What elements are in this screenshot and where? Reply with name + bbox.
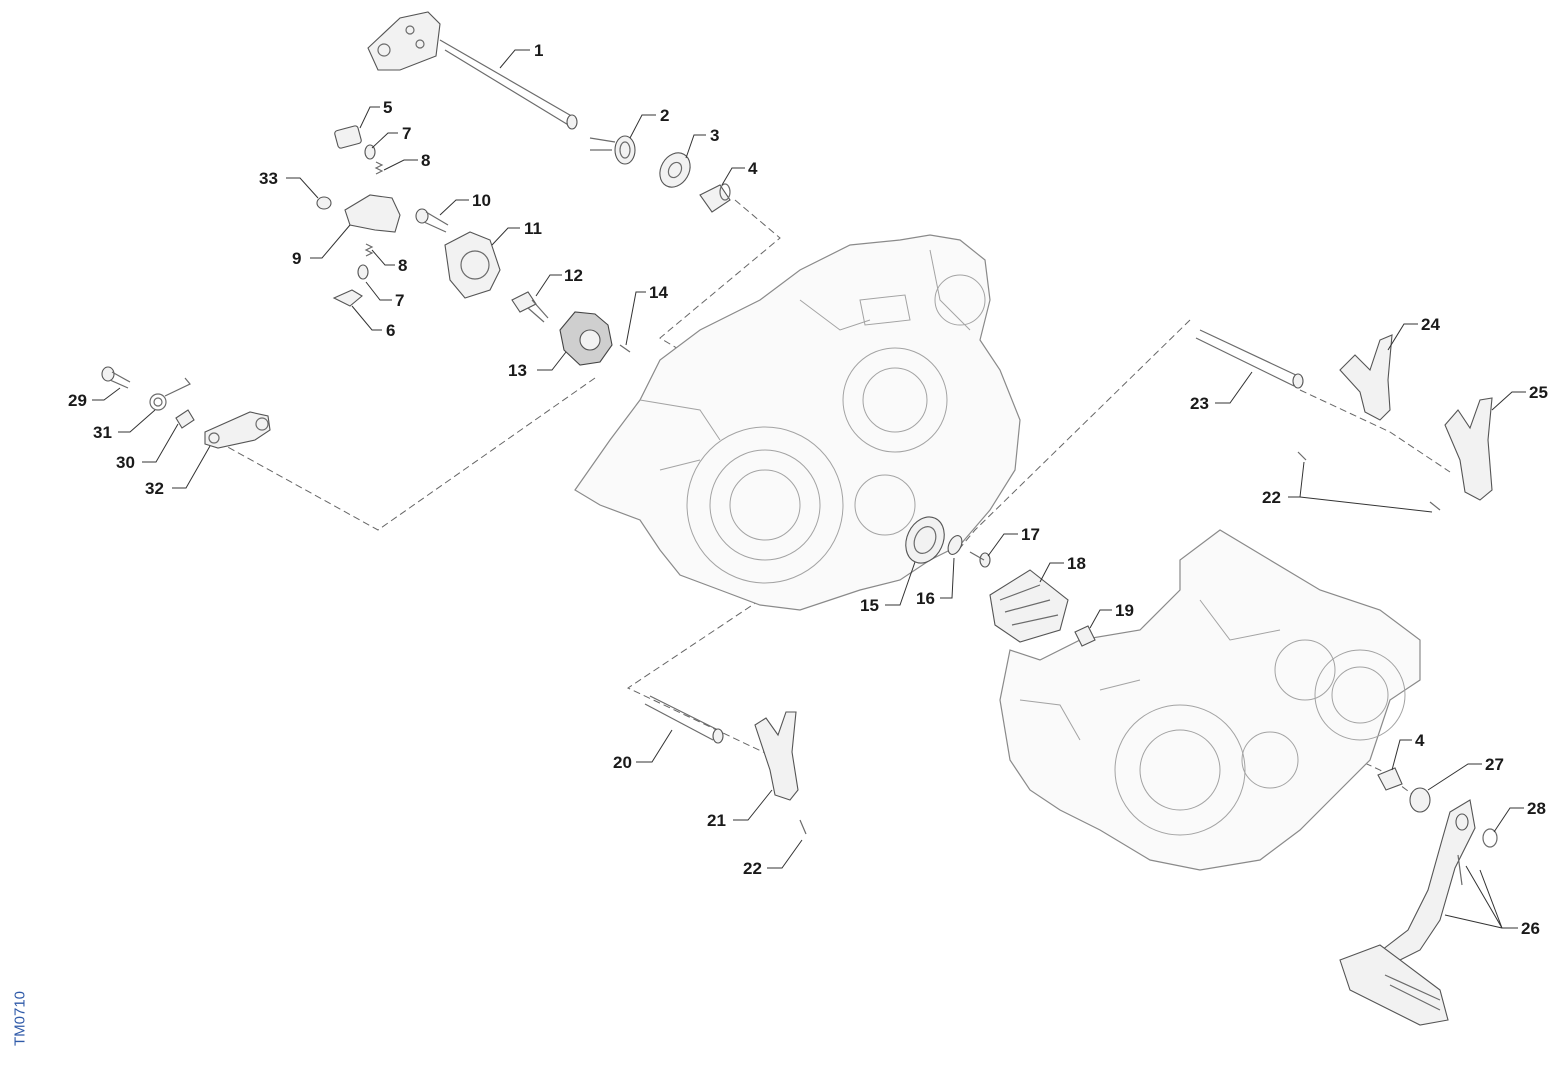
washer-part-16 xyxy=(947,535,963,555)
bolt-part-10 xyxy=(415,208,449,233)
callout-28: 28 xyxy=(1527,799,1546,818)
crankcase-left-half xyxy=(574,234,1021,611)
shift-drum-part-18 xyxy=(989,569,1069,643)
callout-8-lower: 8 xyxy=(398,256,407,275)
detent-lever-part-9 xyxy=(344,194,401,233)
callout-5: 5 xyxy=(383,98,392,117)
spacer-part-30 xyxy=(175,409,195,429)
callout-18: 18 xyxy=(1067,554,1086,573)
callout-22-bottom: 22 xyxy=(743,859,762,878)
callout-22-right: 22 xyxy=(1262,488,1281,507)
callout-16: 16 xyxy=(916,589,935,608)
callout-30: 30 xyxy=(116,453,135,472)
drawing-code: TM0710 xyxy=(11,990,29,1047)
callout-8-upper: 8 xyxy=(421,151,430,170)
nut-part-33 xyxy=(316,196,332,210)
callout-6: 6 xyxy=(386,321,395,340)
plate-part-11-hole xyxy=(460,250,490,280)
callout-15: 15 xyxy=(860,596,879,615)
callout-13: 13 xyxy=(508,361,527,380)
callout-7-upper: 7 xyxy=(402,124,411,143)
spring-part-8-lower xyxy=(364,243,374,257)
callout-14: 14 xyxy=(649,283,668,302)
callout-21: 21 xyxy=(707,811,726,830)
callout-3: 3 xyxy=(710,126,719,145)
lever-part-32 xyxy=(204,411,271,449)
callout-32: 32 xyxy=(145,479,164,498)
spring-part-8-upper xyxy=(374,161,384,175)
bolt-part-29 xyxy=(101,366,131,389)
bolt-part-12 xyxy=(511,291,549,323)
washer-part-3 xyxy=(659,152,691,188)
callout-12: 12 xyxy=(564,266,583,285)
callout-4-upper: 4 xyxy=(748,159,758,178)
callout-1: 1 xyxy=(534,41,543,60)
fork-shaft-part-23 xyxy=(1195,329,1304,389)
fork-shaft-part-20 xyxy=(644,695,724,744)
callout-24: 24 xyxy=(1421,315,1440,334)
seal-part-15 xyxy=(905,516,945,564)
pin-part-22-lower xyxy=(1429,501,1441,511)
callout-4-lower: 4 xyxy=(1415,731,1425,750)
callout-25: 25 xyxy=(1529,383,1548,402)
assembly-lines xyxy=(214,199,1451,801)
leader-lines xyxy=(92,49,1526,929)
callout-33: 33 xyxy=(259,169,278,188)
shift-fork-part-25 xyxy=(1444,397,1493,501)
callout-9: 9 xyxy=(292,249,301,268)
callout-20: 20 xyxy=(613,753,632,772)
callout-7-lower: 7 xyxy=(395,291,404,310)
shift-fork-part-21 xyxy=(754,711,799,801)
callout-10: 10 xyxy=(472,191,491,210)
shift-shaft-part-1 xyxy=(367,11,578,130)
callout-2: 2 xyxy=(660,106,669,125)
callout-26: 26 xyxy=(1521,919,1540,938)
pin-part-22-upper xyxy=(1297,451,1307,461)
block-part-5 xyxy=(334,125,362,149)
bushing-part-19 xyxy=(1074,625,1096,647)
seal-part-27 xyxy=(1409,787,1431,813)
pin-part-7-lower xyxy=(357,264,369,280)
spring-part-31 xyxy=(149,377,191,411)
plate-part-11 xyxy=(444,231,501,299)
callout-19: 19 xyxy=(1115,601,1134,620)
pin-part-7-upper xyxy=(364,144,376,160)
screw-part-17 xyxy=(969,551,991,568)
callout-31: 31 xyxy=(93,423,112,442)
plate-part-6 xyxy=(332,289,363,307)
callout-17: 17 xyxy=(1021,525,1040,544)
callout-27: 27 xyxy=(1485,755,1504,774)
callout-11: 11 xyxy=(524,219,542,238)
shift-lever-part-26 xyxy=(1339,799,1476,1026)
shift-fork-part-24 xyxy=(1339,334,1393,421)
bushing-part-4-lower xyxy=(1377,767,1403,791)
star-wheel-part-13 xyxy=(559,311,613,366)
spring-part-2 xyxy=(589,135,636,165)
circlip-part-28 xyxy=(1482,828,1498,848)
bushing-part-4-upper xyxy=(699,183,731,213)
pin-part-22-bottom xyxy=(799,819,807,835)
callout-23: 23 xyxy=(1190,394,1209,413)
crankcase-right-half xyxy=(999,529,1421,871)
callout-29: 29 xyxy=(68,391,87,410)
pin-part-14 xyxy=(619,344,631,353)
callout-labels: 1 2 3 4 5 7 8 33 10 11 9 8 7 6 12 14 13 … xyxy=(68,41,1548,938)
